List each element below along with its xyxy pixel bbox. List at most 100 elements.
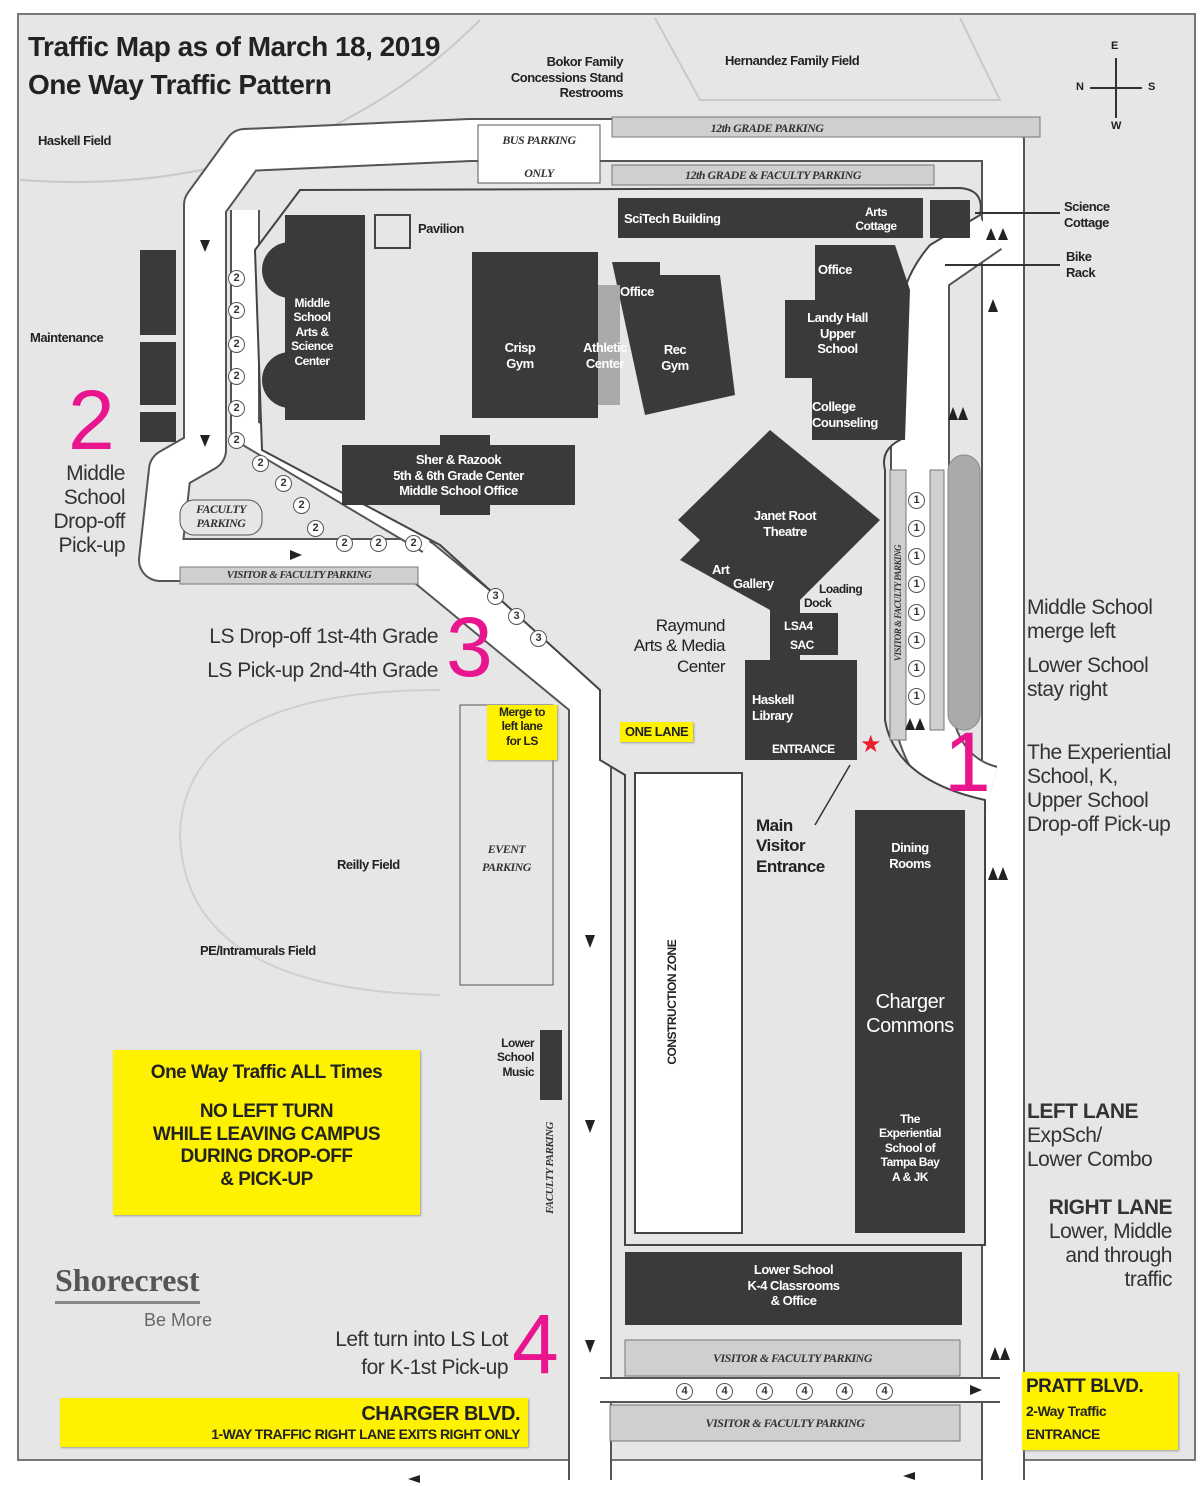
label-line: Entrance bbox=[756, 856, 825, 876]
lane-marker-zone2: 2 bbox=[228, 432, 245, 449]
lane-marker-zone2: 2 bbox=[307, 520, 324, 537]
label-line: Rack bbox=[1066, 264, 1096, 280]
visitor-parking-bottom2-label: VISITOR & FACULTY PARKING bbox=[705, 1416, 866, 1430]
bus-parking-label: BUS PARKING bbox=[502, 133, 576, 147]
label-line: Middle School Office bbox=[399, 483, 518, 499]
label-line: Center bbox=[585, 355, 625, 371]
sac-label: SAC bbox=[790, 638, 814, 652]
grade12-faculty-parking-lot bbox=[611, 164, 935, 186]
lane-marker-zone2: 2 bbox=[336, 535, 353, 552]
note-line: Lower School bbox=[1027, 654, 1149, 678]
label-line: A & JK bbox=[892, 1169, 928, 1184]
label-line: Gym bbox=[661, 357, 689, 373]
label-line: EVENT bbox=[487, 842, 526, 856]
pavilion-building bbox=[374, 214, 411, 249]
label-line: Landy Hall bbox=[807, 310, 868, 325]
note-line: Upper School bbox=[1027, 788, 1149, 812]
lane-marker-zone1: 1 bbox=[908, 576, 925, 593]
star-icon: ★ bbox=[860, 731, 882, 758]
map-subtitle: One Way Traffic Pattern bbox=[28, 69, 332, 100]
label-line: Lower School bbox=[753, 1262, 834, 1277]
label-line: Dining bbox=[891, 840, 929, 855]
grade12-parking-lot bbox=[611, 116, 1041, 138]
note-line: School bbox=[63, 486, 126, 510]
label-line: Arts & bbox=[295, 324, 329, 339]
construction-zone bbox=[634, 772, 743, 1234]
lane-marker-zone2: 2 bbox=[228, 302, 245, 319]
lane-marker-zone2: 2 bbox=[228, 400, 245, 417]
label-line: for LS bbox=[506, 733, 538, 748]
lane-marker-zone4: 4 bbox=[836, 1383, 853, 1400]
direction-arrows bbox=[200, 228, 1010, 1483]
lane-marker-zone2: 2 bbox=[228, 368, 245, 385]
sign-line: & PICK-UP bbox=[220, 1169, 313, 1191]
label-line: Cottage bbox=[1064, 214, 1109, 230]
label-line: Rec bbox=[663, 342, 687, 357]
one-lane-sign: ONE LANE bbox=[620, 722, 694, 742]
map-title: Traffic Map as of March 18, 2019 bbox=[28, 31, 440, 62]
lane-marker-zone1: 1 bbox=[908, 520, 925, 537]
sign-line: NO LEFT TURN bbox=[199, 1100, 334, 1122]
athletic-center-building bbox=[598, 285, 620, 405]
lane-marker-zone1: 1 bbox=[908, 492, 925, 509]
note-line: LS Drop-off 1st-4th Grade bbox=[209, 625, 438, 648]
label-line: Rooms bbox=[889, 855, 931, 871]
concessions-label: Bokor Family Concessions Stand Restrooms bbox=[490, 54, 624, 101]
note-line: merge left bbox=[1027, 620, 1116, 644]
label-line: College bbox=[812, 399, 856, 414]
lane-marker-zone1: 1 bbox=[908, 548, 925, 565]
note-line: The Experiential bbox=[1027, 740, 1171, 764]
pratt-blvd-name: PRATT BLVD. bbox=[1026, 1376, 1144, 1397]
compass-north: N bbox=[1076, 81, 1084, 93]
note-line: Drop-off bbox=[53, 510, 126, 534]
label-line: Library bbox=[752, 707, 793, 723]
label-line: Charger bbox=[875, 991, 945, 1013]
label-line: Commons bbox=[866, 1015, 954, 1037]
hernandez-field-outline bbox=[654, 17, 1002, 101]
label-line: Music bbox=[502, 1064, 534, 1079]
note-line: and through bbox=[1065, 1244, 1172, 1268]
label-line: Merge to bbox=[498, 705, 546, 719]
lane-marker-zone3: 3 bbox=[508, 608, 525, 625]
label-line: Bike bbox=[1066, 249, 1092, 264]
lane-marker-zone2: 2 bbox=[275, 475, 292, 492]
lane-marker-zone2: 2 bbox=[293, 497, 310, 514]
haskell-field-label: Haskell Field bbox=[38, 133, 111, 148]
label-line: Main bbox=[756, 816, 793, 835]
visitor-parking-vertical-lot bbox=[889, 469, 907, 741]
lane-marker-zone4: 4 bbox=[796, 1383, 813, 1400]
zone-4-number: 4 bbox=[512, 1297, 559, 1391]
main-entrance-pointer bbox=[814, 764, 851, 826]
hernandez-field-label: Hernandez Family Field bbox=[725, 53, 860, 68]
office-label: Office bbox=[620, 284, 654, 299]
one-way-heading: One Way Traffic ALL Times bbox=[150, 1062, 383, 1083]
label-line: Middle bbox=[294, 296, 331, 310]
pe-field-label: PE/Intramurals Field bbox=[200, 943, 316, 958]
median-strip bbox=[929, 469, 945, 731]
visitor-parking-bottom1-lot bbox=[624, 1339, 961, 1377]
library-entrance-label: ENTRANCE bbox=[772, 742, 835, 756]
office-upper-label: Office bbox=[818, 262, 852, 277]
logo-tagline: Be More bbox=[144, 1310, 213, 1330]
compass-icon bbox=[1090, 58, 1142, 118]
lane-marker-zone1: 1 bbox=[908, 660, 925, 677]
label-line: Experiential bbox=[878, 1126, 942, 1141]
label-line: Arts & Media bbox=[633, 636, 726, 656]
note-line: traffic bbox=[1124, 1268, 1173, 1292]
bus-parking-lot bbox=[477, 124, 601, 184]
concessions-line: Concessions Stand bbox=[510, 69, 624, 85]
sign-line: 2-Way Traffic bbox=[1026, 1402, 1107, 1419]
